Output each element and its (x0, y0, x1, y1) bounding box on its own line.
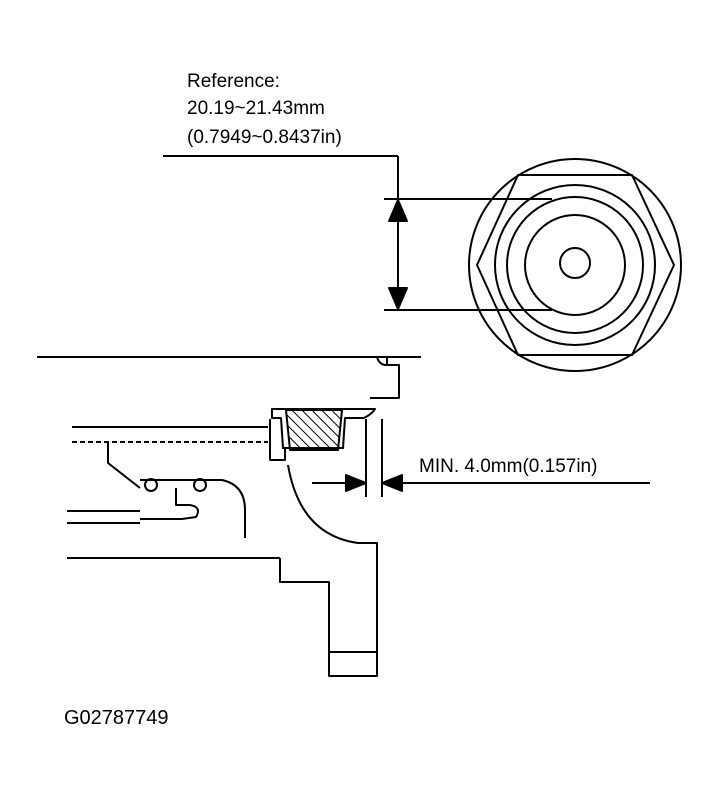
nut-top-view (468, 158, 682, 372)
arrow-right-icon (345, 474, 367, 492)
arrow-down-icon (388, 287, 408, 310)
reference-dimension (163, 155, 552, 311)
cross-section (37, 356, 421, 677)
hatched-seal (285, 409, 343, 451)
reference-range-mm: 20.19~21.43mm (187, 98, 325, 119)
reference-range-in: (0.7949~0.8437in) (187, 127, 342, 148)
minimum-label: MIN. 4.0mm(0.157in) (419, 456, 598, 477)
minimum-dimension (312, 474, 650, 492)
arrow-left-icon (381, 474, 403, 492)
figure-id: G02787749 (64, 707, 169, 729)
arrow-up-icon (388, 199, 408, 222)
reference-title: Reference: (187, 71, 280, 92)
